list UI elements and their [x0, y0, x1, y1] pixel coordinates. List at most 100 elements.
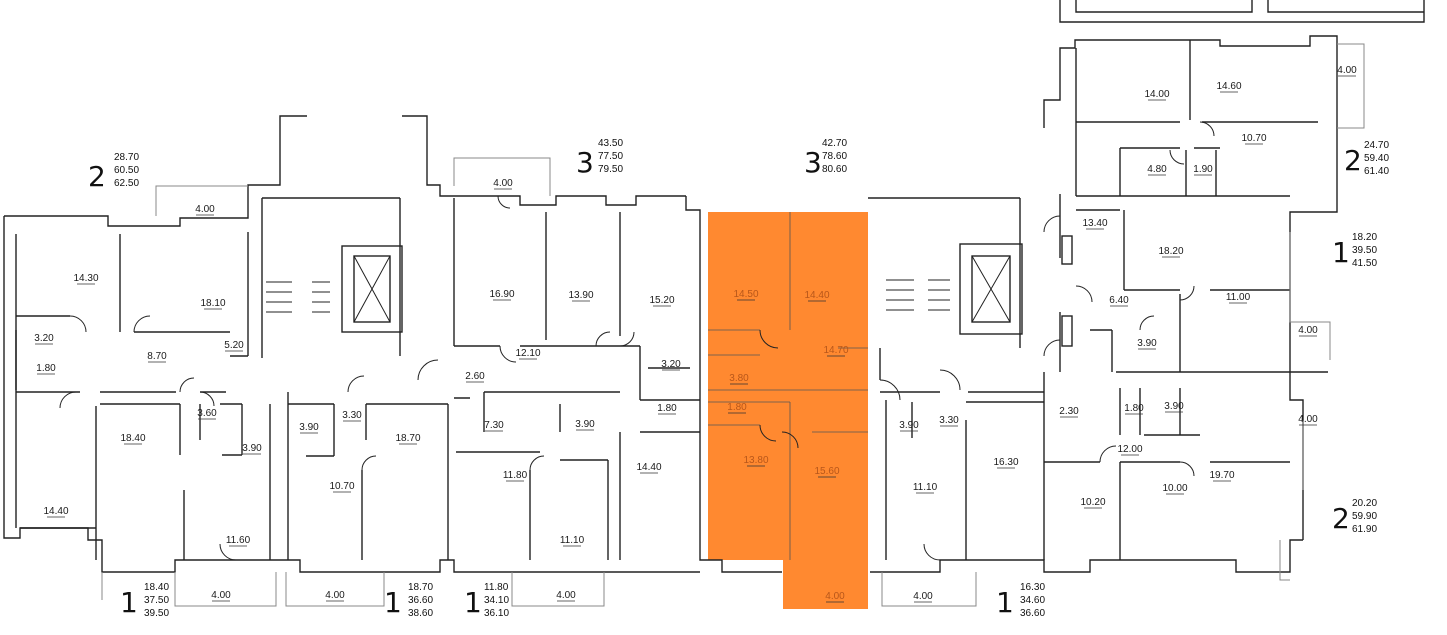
apartment-marker-2[interactable]: 3 43.50 77.50 79.50 [576, 138, 623, 179]
balconies [101, 43, 1365, 607]
room-area-label: 14.30 [73, 273, 98, 284]
room-area-label: 14.40 [804, 290, 829, 301]
room-area-label: 10.20 [1080, 497, 1105, 508]
apartment-marker-7[interactable]: 1 18.40 37.50 39.50 [120, 582, 169, 619]
room-area-label: 10.70 [1241, 133, 1266, 144]
apartment-full-area: 61.40 [1364, 166, 1389, 177]
apartment-living-area: 43.50 [598, 138, 623, 149]
apartment-total-area: 59.40 [1364, 153, 1389, 164]
apartment-total-area: 59.90 [1352, 511, 1377, 522]
apartment-full-area: 79.50 [598, 164, 623, 175]
apartment-total-area: 34.10 [484, 595, 509, 606]
apartment-rooms: 3 [576, 146, 594, 179]
exterior-walls [3, 0, 1425, 573]
room-area-label: 4.00 [913, 591, 933, 602]
room-area-label: 8.70 [147, 351, 167, 362]
apartment-marker-1[interactable]: 2 28.70 60.50 62.50 [88, 152, 139, 193]
room-area-label: 13.90 [568, 290, 593, 301]
apartment-rooms: 3 [804, 146, 822, 179]
apartment-living-area: 18.20 [1352, 232, 1377, 243]
room-area-label: 4.00 [211, 590, 231, 601]
room-area-label: 11.10 [913, 482, 938, 493]
room-area-label: 3.80 [729, 373, 749, 384]
room-area-label: 3.90 [1137, 338, 1157, 349]
apartment-marker-8[interactable]: 1 18.70 36.60 38.60 [384, 582, 433, 619]
room-area-label: 4.00 [1298, 325, 1318, 336]
apartment-full-area: 38.60 [408, 608, 433, 619]
apartment-total-area: 34.60 [1020, 595, 1045, 606]
room-area-label: 18.70 [395, 433, 420, 444]
room-area-label: 10.00 [1162, 483, 1187, 494]
apartment-living-area: 18.40 [144, 582, 169, 593]
room-area-label: 19.70 [1209, 470, 1234, 481]
room-area-label: 14.40 [636, 462, 661, 473]
apartment-total-area: 36.60 [408, 595, 433, 606]
room-area-label: 4.00 [825, 591, 845, 602]
room-area-label: 3.30 [939, 415, 959, 426]
room-area-labels: 14.30 18.10 3.20 1.80 8.70 5.20 14.40 4.00 18.40… [34, 65, 1357, 603]
room-area-label: 14.40 [43, 506, 68, 517]
room-area-label: 2.30 [1059, 406, 1079, 417]
room-area-label: 3.90 [575, 419, 595, 430]
apartment-full-area: 36.10 [484, 608, 509, 619]
apartment-full-area: 80.60 [822, 164, 847, 175]
apartment-rooms: 1 [384, 586, 402, 619]
room-area-label: 16.90 [489, 289, 514, 300]
room-area-label: 14.50 [733, 289, 758, 300]
room-area-label: 4.80 [1147, 164, 1167, 175]
room-area-label: 14.00 [1144, 89, 1169, 100]
apartment-full-area: 39.50 [144, 608, 169, 619]
apartment-rooms: 2 [1332, 502, 1350, 535]
apartment-marker-4[interactable]: 2 24.70 59.40 61.40 [1344, 140, 1389, 177]
apartment-rooms: 2 [88, 160, 106, 193]
apartment-total-area: 37.50 [144, 595, 169, 606]
room-area-label: 3.60 [197, 408, 217, 419]
apartment-living-area: 20.20 [1352, 498, 1377, 509]
room-area-label: 18.40 [120, 433, 145, 444]
apartment-living-area: 28.70 [114, 152, 139, 163]
room-area-label: 4.00 [493, 178, 513, 189]
highlighted-apartment[interactable] [708, 212, 868, 609]
room-area-label: 11.10 [560, 535, 585, 546]
room-area-label: 1.80 [727, 402, 747, 413]
room-area-label: 1.80 [1124, 403, 1144, 414]
room-area-label: 5.20 [224, 340, 244, 351]
apartment-marker-3[interactable]: 3 42.70 78.60 80.60 [804, 138, 847, 179]
apartment-total-area: 78.60 [822, 151, 847, 162]
apartment-full-area: 36.60 [1020, 608, 1045, 619]
apartment-living-area: 16.30 [1020, 582, 1045, 593]
room-area-label: 3.90 [242, 443, 262, 454]
apartment-marker-9[interactable]: 1 11.80 34.10 36.10 [464, 582, 509, 619]
room-area-label: 6.40 [1109, 295, 1129, 306]
room-area-label: 3.20 [34, 333, 54, 344]
apartment-living-area: 11.80 [484, 582, 509, 593]
apartment-marker-6[interactable]: 2 20.20 59.90 61.90 [1332, 498, 1377, 535]
room-area-label: 15.20 [649, 295, 674, 306]
room-area-label: 2.60 [465, 371, 485, 382]
room-area-label: 10.70 [329, 481, 354, 492]
apartment-full-area: 61.90 [1352, 524, 1377, 535]
apartment-total-area: 77.50 [598, 151, 623, 162]
apartment-living-area: 42.70 [822, 138, 847, 149]
apartment-marker-10[interactable]: 1 16.30 34.60 36.60 [996, 582, 1045, 619]
apartment-rooms: 1 [1332, 236, 1350, 269]
room-area-label: 3.30 [342, 410, 362, 421]
apartment-rooms: 2 [1344, 144, 1362, 177]
room-area-label: 4.00 [1298, 414, 1318, 425]
apartment-total-area: 60.50 [114, 165, 139, 176]
room-area-label: 12.10 [515, 348, 540, 359]
room-area-label: 13.80 [743, 455, 768, 466]
room-area-label: 4.00 [195, 204, 215, 215]
apartment-marker-5[interactable]: 1 18.20 39.50 41.50 [1332, 232, 1377, 269]
apartment-rooms: 1 [996, 586, 1014, 619]
apartment-total-area: 39.50 [1352, 245, 1377, 256]
room-area-label: 4.00 [325, 590, 345, 601]
room-area-label: 11.80 [503, 470, 528, 481]
apartment-rooms: 1 [464, 586, 482, 619]
room-area-label: 14.70 [823, 345, 848, 356]
room-area-label: 18.10 [200, 298, 225, 309]
room-area-label: 12.00 [1117, 444, 1142, 455]
apartment-full-area: 41.50 [1352, 258, 1377, 269]
room-area-label: 1.90 [1193, 164, 1213, 175]
